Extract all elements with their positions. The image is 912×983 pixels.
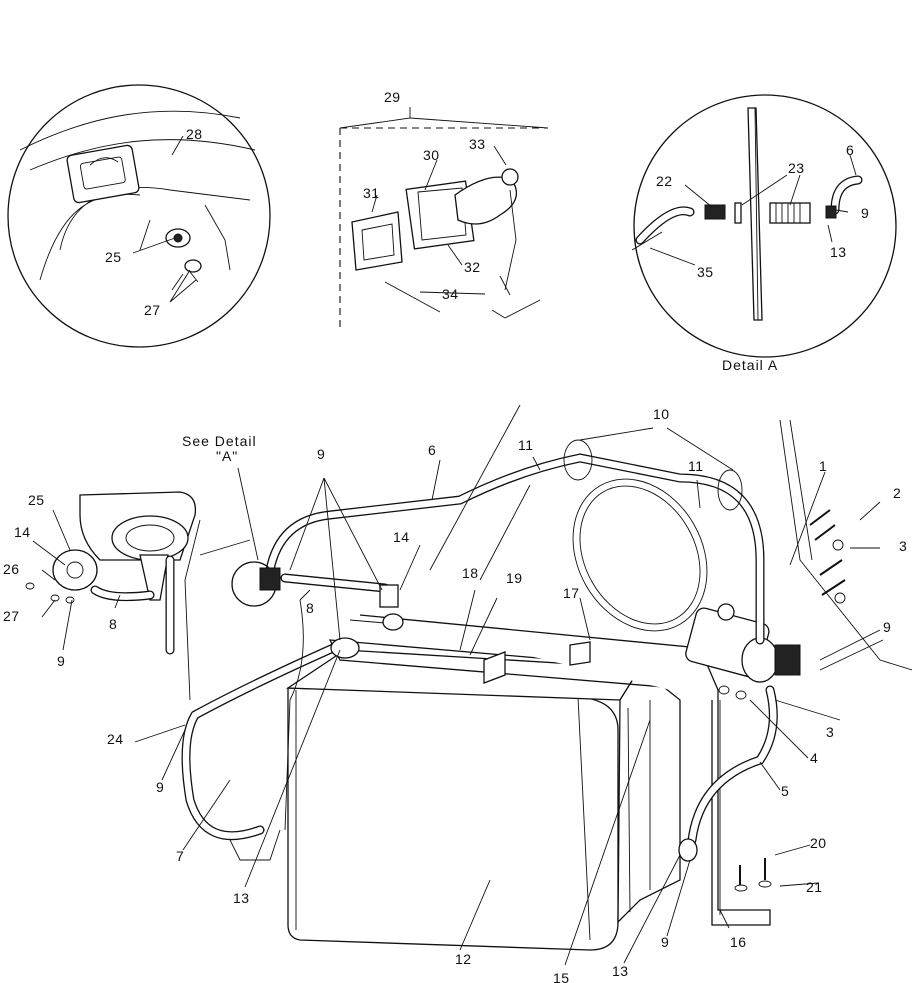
callout-11-a: 11 xyxy=(518,437,534,453)
callout-25: 25 xyxy=(28,492,45,508)
callout-35-detail: 35 xyxy=(697,264,714,280)
callout-9-detail: 9 xyxy=(861,205,869,221)
callout-21: 21 xyxy=(806,879,823,895)
callout-13-bottom: 13 xyxy=(612,963,629,979)
callout-23: 23 xyxy=(788,160,805,176)
callout-12: 12 xyxy=(455,951,472,967)
callout-9-left: 9 xyxy=(57,653,65,669)
callout-22: 22 xyxy=(656,173,673,189)
callout-28: 27 xyxy=(3,608,20,624)
callout-19: 19 xyxy=(506,570,523,586)
callout-10: 10 xyxy=(653,406,670,422)
callout-5: 5 xyxy=(781,783,789,799)
callout-14-left: 14 xyxy=(14,524,31,540)
callout-27: 26 xyxy=(3,561,20,577)
callout-31: 30 xyxy=(423,147,440,163)
detail-a-caption: Detail A xyxy=(722,357,778,373)
callout-9-bottom: 9 xyxy=(661,934,669,950)
filler-cup xyxy=(52,491,197,655)
callout-26: 27 xyxy=(144,302,161,318)
callout-labels: 28 25 27 29 30 33 31 32 34 22 23 6 9 13 … xyxy=(3,89,907,983)
callout-35-top: 33 xyxy=(469,136,486,152)
callout-25-detail: 25 xyxy=(105,249,122,265)
callout-16: 16 xyxy=(730,934,747,950)
detail-30-group xyxy=(339,107,549,330)
see-detail-line2: "A" xyxy=(216,448,238,464)
callout-34: 32 xyxy=(464,259,481,275)
callout-18: 18 xyxy=(462,565,479,581)
callout-9-pump: 9 xyxy=(883,619,891,635)
callout-13-left: 13 xyxy=(233,890,250,906)
callout-14-main: 14 xyxy=(393,529,410,545)
callout-32: 31 xyxy=(363,185,380,201)
callout-3-b: 3 xyxy=(826,724,834,740)
callout-29: 28 xyxy=(186,126,203,142)
callout-7: 7 xyxy=(176,848,184,864)
callout-33: 34 xyxy=(442,286,459,302)
callout-2: 2 xyxy=(893,485,901,501)
callout-1: 1 xyxy=(819,458,827,474)
callout-24: 24 xyxy=(107,731,124,747)
callout-9-group: 9 xyxy=(317,446,325,462)
see-detail-line1: See Detail xyxy=(182,433,257,449)
callout-15: 15 xyxy=(553,970,570,983)
callout-8-main: 8 xyxy=(306,600,314,616)
pump xyxy=(685,603,801,683)
callout-11-b: 11 xyxy=(688,458,704,474)
callout-4: 4 xyxy=(810,750,818,766)
callout-6-detail: 6 xyxy=(846,142,854,158)
reservoir-cap-detail-circle xyxy=(7,84,271,348)
callout-3-a: 3 xyxy=(899,538,907,554)
callout-20: 20 xyxy=(810,835,827,851)
callout-6: 6 xyxy=(428,442,436,458)
main-assembly xyxy=(25,135,912,966)
detail-a-circle xyxy=(631,94,897,358)
callout-13-detail: 13 xyxy=(830,244,847,260)
callout-9-lower: 9 xyxy=(156,779,164,795)
callout-8-left: 8 xyxy=(109,616,117,632)
callout-17: 17 xyxy=(563,585,580,601)
callout-30: 29 xyxy=(384,89,401,105)
